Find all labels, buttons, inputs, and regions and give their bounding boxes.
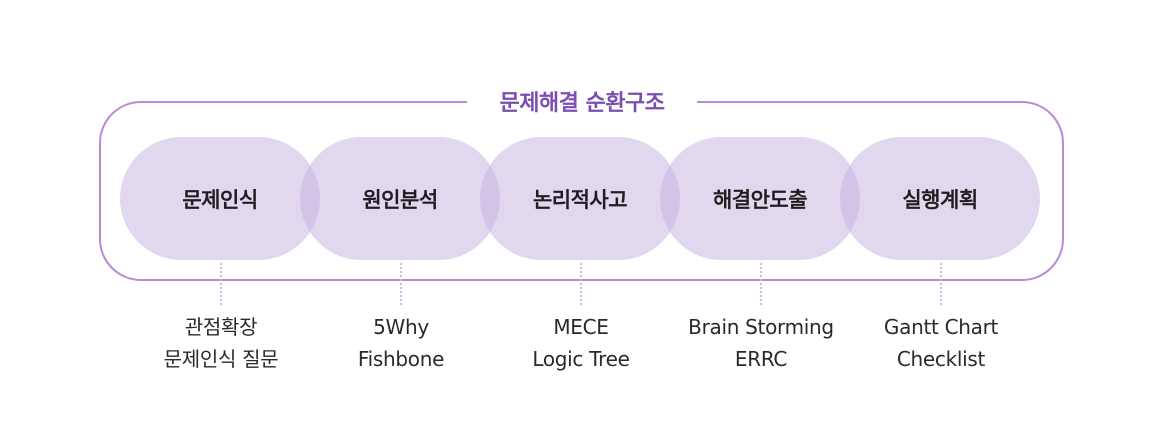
connector-line	[220, 263, 222, 305]
stage-tools: Gantt Chart Checklist	[841, 311, 1041, 375]
stage-label: 논리적사고	[532, 187, 628, 212]
stage-tools: 관점확장 문제인식 질문	[121, 311, 321, 375]
connector-line	[580, 263, 582, 305]
stage-label: 실행계획	[902, 187, 978, 212]
tool-item: 관점확장	[184, 315, 258, 339]
stage-label: 원인분석	[362, 187, 438, 212]
stage-label: 문제인식	[182, 187, 258, 212]
tool-item: Logic Tree	[532, 347, 630, 371]
connector-line	[400, 263, 402, 305]
title-container: 문제해결 순환구조	[467, 84, 697, 118]
tool-item: Checklist	[896, 347, 986, 371]
stage-pill-problem-recognition: 문제인식	[120, 137, 320, 260]
stage-pill-solution-derivation: 해결안도출	[660, 137, 860, 260]
stage-label: 해결안도출	[712, 187, 808, 212]
stage-pill-cause-analysis: 원인분석	[300, 137, 500, 260]
diagram-title: 문제해결 순환구조	[499, 91, 665, 116]
connector-line	[940, 263, 942, 305]
stage-tools: MECE Logic Tree	[481, 311, 681, 375]
stage-tools: Brain Storming ERRC	[661, 311, 861, 375]
tool-item: MECE	[553, 315, 609, 339]
tool-item: 5Why	[373, 315, 429, 339]
stage-pill-execution-plan: 실행계획	[840, 137, 1040, 260]
tool-item: Gantt Chart	[883, 315, 999, 339]
tool-item: Brain Storming	[688, 315, 834, 339]
stage-tools: 5Why Fishbone	[301, 311, 501, 375]
tool-item: Fishbone	[357, 347, 445, 371]
stage-pill-logical-thinking: 논리적사고	[480, 137, 680, 260]
tool-item: ERRC	[734, 347, 788, 371]
tool-item: 문제인식 질문	[163, 347, 279, 371]
connector-line	[760, 263, 762, 305]
